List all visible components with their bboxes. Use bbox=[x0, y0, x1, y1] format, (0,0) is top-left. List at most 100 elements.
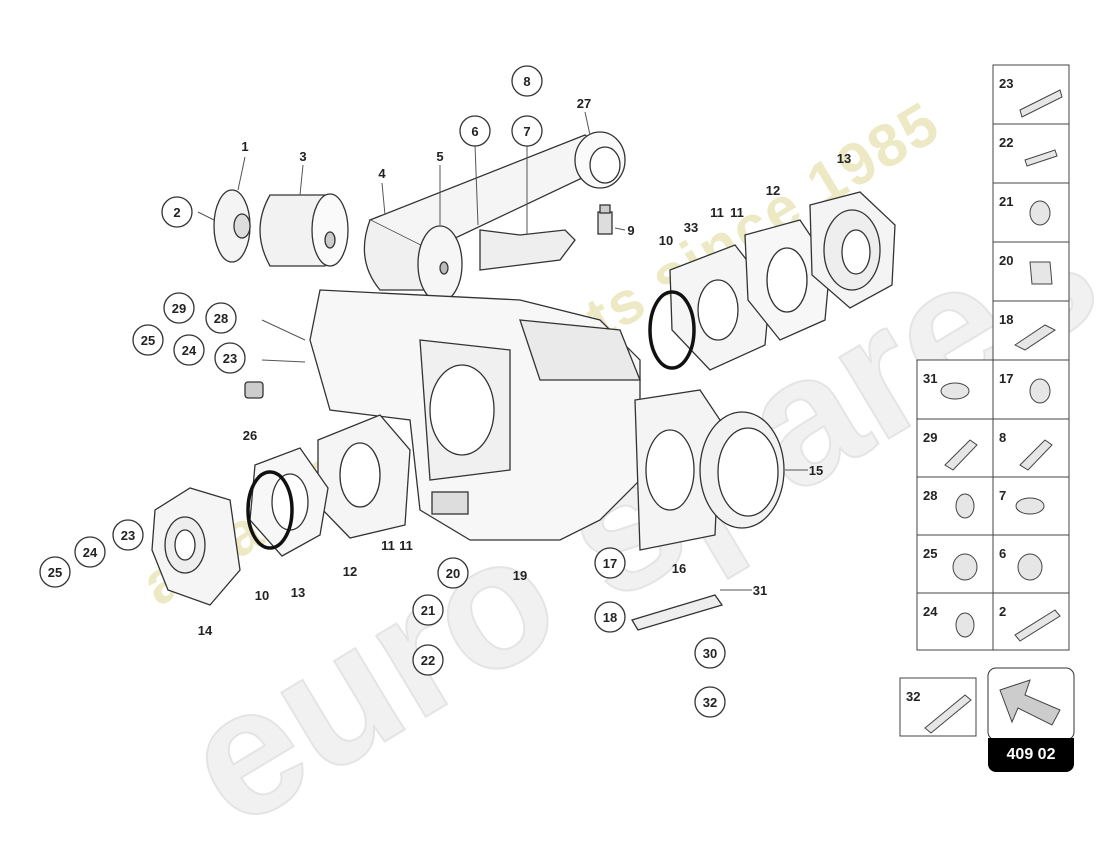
callout-label-3: 3 bbox=[299, 149, 306, 164]
callout-circle-2: 2 bbox=[161, 196, 193, 228]
callout-label-27: 27 bbox=[577, 96, 591, 111]
washer-icon bbox=[955, 612, 975, 638]
callout-label-10a: 10 bbox=[255, 588, 269, 603]
legend-label: 24 bbox=[923, 604, 938, 619]
callout-label: 22 bbox=[421, 653, 435, 668]
callout-label: 24 bbox=[83, 545, 98, 560]
legend-label: 2 bbox=[999, 604, 1006, 619]
callout-circle-22: 22 bbox=[412, 644, 444, 676]
callout-label-16: 16 bbox=[672, 561, 686, 576]
legend-table bbox=[899, 64, 1075, 741]
callout-label: 25 bbox=[141, 333, 155, 348]
legend-label: 31 bbox=[923, 371, 937, 386]
callout-circle-17: 17 bbox=[594, 547, 626, 579]
callout-circle-25b: 25 bbox=[39, 556, 71, 588]
callout-label-12b: 11 bbox=[730, 205, 744, 220]
legend-label: 28 bbox=[923, 488, 937, 503]
navigation-arrow-icon bbox=[999, 679, 1061, 726]
callout-label-13a: 13 bbox=[291, 585, 305, 600]
callout-label: 23 bbox=[223, 351, 237, 366]
callout-label: 7 bbox=[523, 124, 530, 139]
nut-icon bbox=[952, 553, 978, 581]
callout-label-15: 15 bbox=[809, 463, 823, 478]
o-ring-part-10-left bbox=[246, 470, 294, 550]
callout-circle-8: 8 bbox=[511, 65, 543, 97]
callout-label: 24 bbox=[182, 343, 197, 358]
legend-label: 6 bbox=[999, 546, 1006, 561]
breather-icon bbox=[1024, 149, 1058, 167]
callout-label: 32 bbox=[703, 695, 717, 710]
callout-label: 30 bbox=[703, 646, 717, 661]
callout-circle-23b: 23 bbox=[112, 519, 144, 551]
callout-label-10b: 10 bbox=[659, 233, 673, 248]
callout-label-14a: 14 bbox=[198, 623, 213, 638]
callout-layer: 2 6 7 8 29 28 25 24 23 23 24 25 20 21 22… bbox=[39, 65, 851, 718]
callout-label: 25 bbox=[48, 565, 62, 580]
callout-label-19: 19 bbox=[513, 568, 527, 583]
callout-circle-21: 21 bbox=[412, 594, 444, 626]
seal-part-15 bbox=[699, 411, 785, 529]
legend-label: 20 bbox=[999, 253, 1013, 268]
washer-icon bbox=[1029, 200, 1051, 226]
legend-icons bbox=[924, 89, 1063, 734]
callout-label: 29 bbox=[172, 301, 186, 316]
callout-label-12a: 12 bbox=[343, 564, 357, 579]
callout-label-14b: 13 bbox=[837, 151, 851, 166]
callout-circle-23a: 23 bbox=[214, 342, 246, 374]
legend-label: 8 bbox=[999, 430, 1006, 445]
bolt-icon bbox=[944, 439, 978, 471]
page-number-badge[interactable]: 409 02 bbox=[988, 738, 1074, 772]
callout-label: 8 bbox=[523, 74, 530, 89]
callout-circle-29: 29 bbox=[163, 292, 195, 324]
callout-circle-25a: 25 bbox=[132, 324, 164, 356]
callout-circle-24b: 24 bbox=[74, 536, 106, 568]
callout-label-13b: 12 bbox=[766, 183, 780, 198]
callout-label-11b: 11 bbox=[710, 205, 724, 220]
callout-label: 17 bbox=[603, 556, 617, 571]
washer-icon bbox=[1029, 378, 1051, 404]
washer-icon bbox=[955, 493, 975, 519]
callout-label-11a: 11 bbox=[381, 538, 395, 553]
lock-washer-icon bbox=[940, 382, 970, 400]
exploded-view-drawing: 2 6 7 8 29 28 25 24 23 23 24 25 20 21 22… bbox=[39, 64, 1075, 741]
callout-label-5: 5 bbox=[436, 149, 443, 164]
legend-label: 21 bbox=[999, 194, 1013, 209]
bushing-part-3 bbox=[259, 193, 349, 267]
flange-part-13-left bbox=[249, 447, 329, 557]
callout-label: 6 bbox=[471, 124, 478, 139]
callout-circle-7: 7 bbox=[511, 115, 543, 147]
callout-label-1: 1 bbox=[241, 139, 248, 154]
callout-label-4: 4 bbox=[378, 166, 386, 181]
legend-label: 23 bbox=[999, 76, 1013, 91]
legend-label: 29 bbox=[923, 430, 937, 445]
callout-label: 28 bbox=[214, 311, 228, 326]
flange-part-12-left bbox=[317, 414, 411, 539]
callout-label: 23 bbox=[121, 528, 135, 543]
callout-label-11c: 11 bbox=[399, 538, 413, 553]
flange-stack-right bbox=[669, 191, 896, 371]
legend-label: 17 bbox=[999, 371, 1013, 386]
plate-part-30 bbox=[631, 594, 724, 631]
bolt-icon bbox=[1019, 439, 1053, 471]
callout-label-33: 33 bbox=[684, 220, 698, 235]
o-ring-part-10-right bbox=[648, 290, 696, 370]
callout-circle-24a: 24 bbox=[173, 334, 205, 366]
legend-label: 18 bbox=[999, 312, 1013, 327]
callout-label-26: 26 bbox=[243, 428, 257, 443]
legend-label: 32 bbox=[906, 689, 920, 704]
callout-circle-20: 20 bbox=[437, 557, 469, 589]
callout-label: 18 bbox=[603, 610, 617, 625]
cap-part-5 bbox=[417, 225, 463, 303]
callout-label: 2 bbox=[173, 205, 180, 220]
legend-label: 25 bbox=[923, 546, 937, 561]
callout-circle-31: 30 bbox=[694, 637, 726, 669]
gearbox-housing-part-19 bbox=[309, 289, 641, 541]
end-cap-part-1 bbox=[213, 189, 251, 263]
nut-icon bbox=[1017, 553, 1043, 581]
plug-part-26 bbox=[244, 381, 264, 399]
output-flange-part-14-left bbox=[151, 487, 241, 606]
breather-part-9 bbox=[597, 204, 613, 235]
callout-label: 21 bbox=[421, 603, 435, 618]
bolt-icon bbox=[1014, 609, 1061, 642]
legend-label: 7 bbox=[999, 488, 1006, 503]
